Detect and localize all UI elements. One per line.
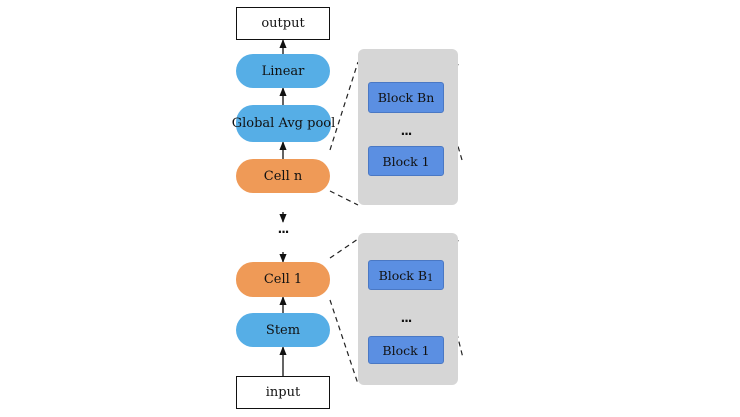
zoom-line-cell-1-bottom [329,299,359,385]
global-avg-pool-node: Global Avg pool [232,105,335,142]
linear-node: Linear [236,54,330,88]
upper-block-1: Block 1 [368,146,444,176]
cell-n-detail-panel [358,49,458,205]
stem-node: Stem [236,313,330,347]
zoom-line-cell-n-bottom [329,190,359,206]
lower-blocks-ellipsis: ... [400,311,413,325]
upper-blocks-ellipsis: ... [400,124,413,138]
cell-n-node: Cell n [236,159,330,193]
block-b1-subscript: 1 [427,272,434,284]
cell-1-node: Cell 1 [236,262,330,297]
lower-block-1: Block 1 [368,336,444,364]
input-box: input [236,376,330,409]
block-bn: Block Bn [368,82,444,113]
output-box: output [236,7,330,40]
zoom-line-cell-n-top [329,61,359,151]
cells-ellipsis: ... [277,222,290,236]
block-b1-label: Block B [378,267,428,283]
zoom-line-cell-1-top [329,238,359,259]
